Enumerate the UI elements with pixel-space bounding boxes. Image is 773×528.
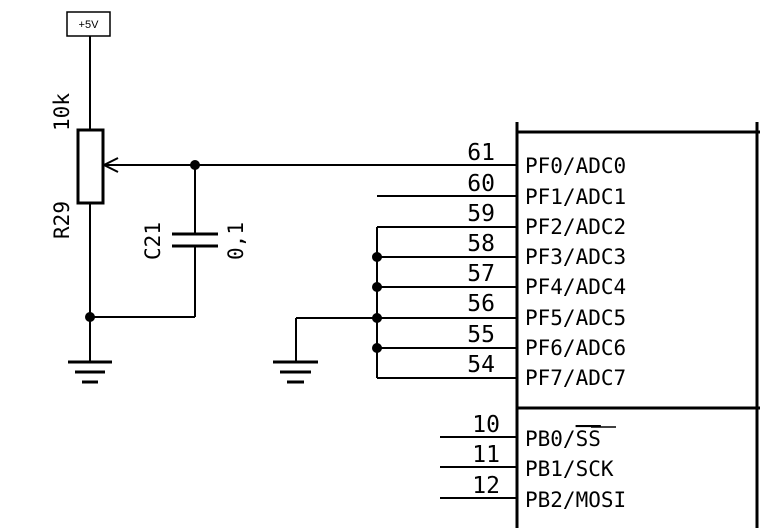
- pin-number: 59: [467, 201, 495, 227]
- pin-name: PF0/ADC0: [525, 154, 626, 178]
- pin-name: PB2/MOSI: [525, 488, 626, 512]
- supply-5v: +5V: [66, 11, 111, 37]
- wiper-arrow-icon: [101, 157, 119, 173]
- potentiometer-r29: 10k R29: [50, 93, 105, 239]
- pin-name: PF3/ADC3: [525, 245, 626, 269]
- pin-name: PF2/ADC2: [525, 215, 626, 239]
- pin-name-overbar: SS: [576, 427, 601, 451]
- capacitor-designator: C21: [141, 222, 165, 260]
- pin-name: PF5/ADC5: [525, 306, 626, 330]
- bus-junction-dot: [372, 343, 382, 353]
- adc-ground-bus: [295, 226, 517, 379]
- ground-junction-dot: [85, 312, 95, 322]
- capacitor-c21: C21 0,1: [141, 165, 248, 317]
- pin-number: 56: [467, 291, 495, 317]
- pin-name-prefix: PB0/: [525, 427, 576, 451]
- pin-name: PF6/ADC6: [525, 336, 626, 360]
- pin-name: PF1/ADC1: [525, 185, 626, 209]
- potentiometer-body: [76, 128, 105, 205]
- pin-number: 11: [472, 442, 500, 468]
- pin-number: 57: [467, 261, 495, 287]
- capacitor-value: 0,1: [224, 222, 248, 260]
- wiper-junction-dot: [190, 160, 200, 170]
- supply-box: [66, 11, 111, 37]
- pin-number: 61: [467, 140, 495, 166]
- bus-junction-dot: [372, 313, 382, 323]
- microcontroller-body: [515, 122, 760, 528]
- ground-symbol-left: [68, 360, 112, 384]
- pin-number: 54: [467, 352, 495, 378]
- bus-junction-dot: [372, 252, 382, 262]
- pin-number: 10: [472, 412, 500, 438]
- potentiometer-designator: R29: [50, 201, 74, 239]
- bus-junction-dot: [372, 282, 382, 292]
- port-b-pins: 10 PB0/SS 11 PB1/SCK 12 PB2/MOSI: [472, 412, 626, 512]
- pin-number: 60: [467, 171, 495, 197]
- pin-name: PF4/ADC4: [525, 275, 626, 299]
- port-f-pins: 61 PF0/ADC0 60 PF1/ADC1 59 PF2/ADC2 58 P…: [467, 140, 626, 390]
- pin-number: 58: [467, 231, 495, 257]
- pin-name: PB0/SS: [525, 427, 601, 451]
- pin-number: 55: [467, 322, 495, 348]
- pin-name: PB1/SCK: [525, 457, 614, 481]
- potentiometer-value: 10k: [50, 93, 74, 131]
- supply-label: +5V: [79, 19, 100, 31]
- ground-symbol-middle: [273, 360, 318, 384]
- pin-name: PF7/ADC7: [525, 366, 626, 390]
- pin-number: 12: [472, 473, 500, 499]
